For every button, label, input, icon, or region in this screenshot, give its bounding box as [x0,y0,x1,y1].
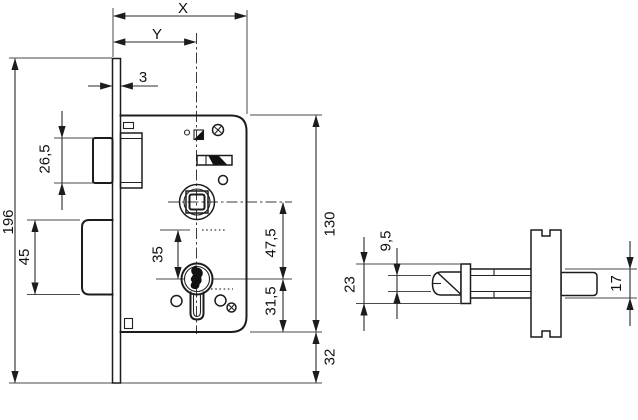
mounting-screw-top [211,123,225,137]
profile-cylinder-hole [180,262,214,321]
lever-tip-dark [208,156,227,165]
front-view [81,57,248,384]
fixing-hole-left [170,294,183,308]
dimension-labels: X Y 3 26,5 45 196 35 47,5 31,5 130 32 23… [0,0,625,365]
label-backset: Y [152,26,162,43]
key-profile-silhouette [190,265,203,290]
cylinder-screw [226,302,237,313]
label-case-to-end: 32 [322,349,339,366]
label-cylinder-to-bottom: 31,5 [263,286,280,315]
label-flange-height: 23 [342,276,359,293]
cross-guide-piece [530,229,562,338]
fixing-hole-right [214,294,227,307]
label-case-height: 130 [322,211,339,236]
label-latch-height: 26,5 [37,144,54,173]
label-tail-height: 9,5 [378,231,395,252]
pin-hole-small [183,129,191,136]
latch-bolt-front [92,132,143,189]
lever-slot [196,154,233,166]
deadbolt-front [81,219,114,296]
case-slot-top [122,121,135,130]
label-ref-to-cylinder: 35 [150,246,167,263]
spindle-square-hole [188,193,206,211]
fixing-hole-upper [217,174,229,186]
latch-side-view [431,229,598,338]
lock-case-outline [119,114,248,333]
label-faceplate-thickness: 3 [139,69,147,86]
label-deadbolt-height: 45 [16,249,33,266]
follower-hub [178,183,216,221]
latch-tail [560,271,598,297]
label-follower-to-cylinder: 47,5 [263,228,280,257]
latch-flange [460,263,472,305]
hatched-square-detail [193,129,205,141]
bevel-edge [437,272,462,295]
dimension-lines [11,12,634,384]
label-bolt-height: 17 [608,275,625,292]
case-slot-bottom [123,317,134,330]
label-faceplate-length: 196 [0,209,17,234]
label-case-width: X [178,0,188,17]
latch-head [431,263,472,305]
faceplate [111,57,122,384]
